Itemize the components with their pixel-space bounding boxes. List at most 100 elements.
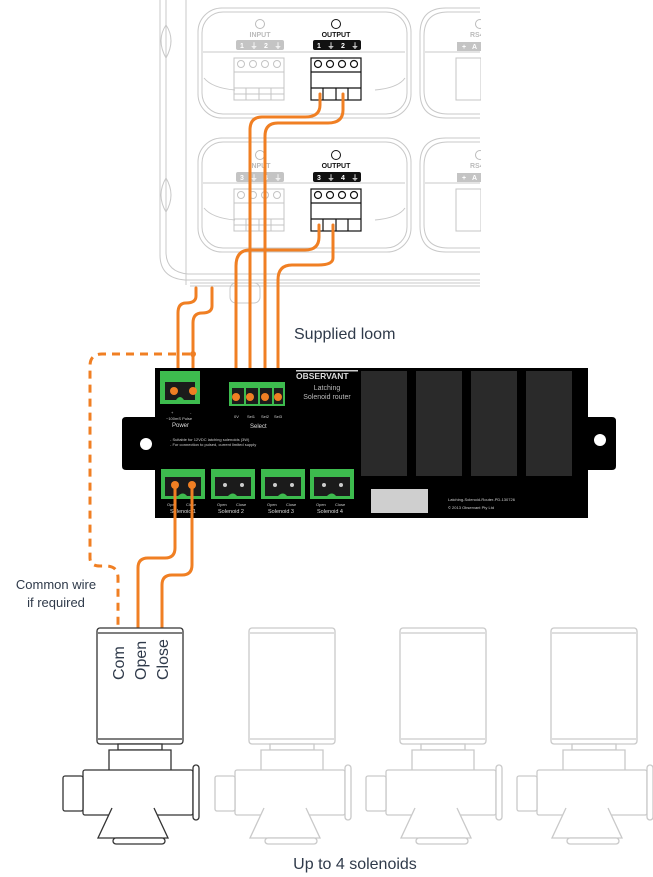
pin-label: + [462,175,466,182]
output-block-2: OUTPUT 3 ⏚ 4 ⏚ [310,150,362,232]
rs485-block-1: RS4 + A [455,19,485,101]
solenoid-output-4: Open Close Solenoid 4 [310,469,354,515]
solenoid-output-label: Solenoid 3 [268,509,294,515]
pin-label: 1 [240,43,244,50]
relay-3 [471,371,517,476]
mount-hole [594,434,606,446]
terminal-com: Com [111,646,128,680]
module-bay-3 [419,7,480,119]
pin-label: 3 [240,175,244,182]
up-to-4-solenoids-label: Up to 4 solenoids [293,856,417,873]
router-title-1: Latching [314,385,341,392]
pin-label: Open [267,502,277,507]
pin-label: ⏚ [352,174,359,182]
pin-label: 1 [317,43,321,50]
output-block-1: OUTPUT 1 ⏚ 2 ⏚ [310,19,362,101]
part-number: Latching-Solenoid-Router-PD-130726 [448,497,516,502]
label-sticker [371,489,428,513]
select-pin: 0V [234,414,239,419]
solenoid-output-label: Solenoid 1 [170,509,196,515]
power-sub: ~100mS Pulse [166,416,193,421]
pin-label: ⏚ [275,174,282,182]
select-connector: 0V Sel1 Sel2 Sel3 Select [229,382,285,430]
supplied-loom-label: Supplied loom [294,326,395,343]
wire-0v [234,223,321,395]
pin-label: A [472,175,477,182]
pin-label: 2 [264,43,268,50]
solenoid-4 [516,627,653,845]
pin-label: Open [316,502,326,507]
wire-close [160,483,194,630]
relay-2 [416,371,462,476]
solenoid-router: + - ~100mS Pulse Power 0V Sel1 Sel2 Sel3… [122,368,616,518]
pin-label: ⏚ [251,174,258,182]
pin-label: Open [217,502,227,507]
pin-label: Close [335,502,346,507]
module-bay-4 [419,137,480,253]
led-icon [255,150,265,160]
power-pin-minus: - [190,410,192,415]
led-icon [331,150,341,160]
solenoid-output-label: Solenoid 4 [317,509,343,515]
terminal-open: Open [133,641,150,680]
power-pin-plus: + [171,410,174,415]
led-icon [255,19,265,29]
input-label: INPUT [250,32,272,39]
pin-label: ⏚ [251,42,258,50]
pin-label: ⏚ [352,42,359,50]
select-pin: Sel1 [247,414,256,419]
mount-hole [140,438,152,450]
wire-open [136,483,177,630]
solenoid-output-2: Open Close Solenoid 2 [211,469,255,515]
power-label: Power [172,423,189,429]
input-block-2: INPUT 3 ⏚ 4 ⏚ [233,150,285,232]
pin-label: Open [167,502,177,507]
pin-label: Close [236,502,247,507]
select-pin: Sel2 [261,414,270,419]
brand-logo: OBSERVANT [296,371,349,381]
solenoid-1 [62,627,200,845]
solenoid-output-label: Solenoid 2 [218,509,244,515]
pin-label: + [462,44,466,51]
select-pin: Sel3 [274,414,283,419]
solenoid-output-3: Open Close Solenoid 3 [261,469,305,515]
rs485-block-2: RS4 + A [455,150,485,232]
router-note-2: - For connection to pulsed, current limi… [170,442,256,447]
router-note-1: - Suitable for 12VDC latching solenoids … [170,437,250,442]
wire-sel1 [248,92,322,395]
solenoid-wires [88,352,194,630]
supplied-loom-wires [176,92,345,395]
pin-label: 3 [317,175,321,182]
power-connector: + - ~100mS Pulse Power [160,371,200,429]
pin-label: ⏚ [328,174,335,182]
pin-label: 4 [341,175,345,182]
relay-1 [361,371,407,476]
solenoid-2 [214,627,352,845]
common-wire-label-1: Common wire [16,577,96,592]
solenoid-3 [365,627,503,845]
wire-sel2 [263,92,345,395]
output-label: OUTPUT [322,163,352,170]
pin-label: A [472,44,477,51]
input-label: INPUT [250,163,272,170]
wire-sel3 [276,223,335,395]
terminal-close: Close [155,639,172,680]
select-label: Select [250,424,267,430]
pin-label: ⏚ [328,42,335,50]
pin-label: ⏚ [275,42,282,50]
output-label: OUTPUT [322,32,352,39]
router-title-2: Solenoid router [303,394,351,401]
rs-label: RS4 [470,32,484,39]
rs-label: RS4 [470,163,484,170]
relay-4 [526,371,572,476]
pin-label: Close [286,502,297,507]
wire-power-plus [176,286,198,380]
common-wire-label-2: if required [27,595,85,610]
controller-enclosure: INPUT 1 ⏚ 2 ⏚ OUTPUT 1 ⏚ [159,0,653,304]
copyright: © 2013 Observant Pty Ltd [448,505,494,510]
wire-power-minus [191,286,214,380]
led-icon [331,19,341,29]
module-bay-2 [197,137,412,253]
input-block-1: INPUT 1 ⏚ 2 ⏚ [233,19,285,101]
